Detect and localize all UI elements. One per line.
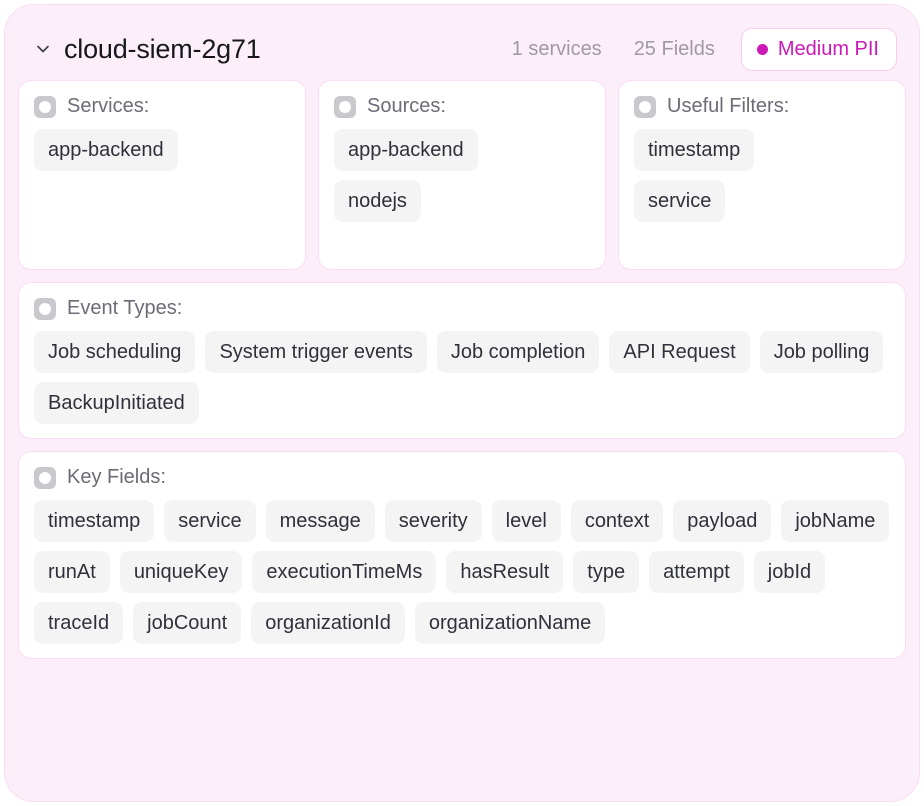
chip-item[interactable]: runAt <box>34 551 110 593</box>
chip-item[interactable]: level <box>491 500 561 542</box>
square-circle-icon <box>634 95 656 118</box>
chip-item[interactable]: BackupInitiated <box>34 382 199 424</box>
card-useful-filters-chips: timestamp service <box>634 129 891 222</box>
chip-item[interactable]: executionTimeMs <box>252 551 437 593</box>
chip-item[interactable]: service <box>164 500 256 542</box>
card-useful-filters-header: Useful Filters: <box>634 95 891 118</box>
chip-item[interactable]: timestamp <box>634 129 755 171</box>
card-key-fields: Key Fields: timestamp service message se… <box>18 451 906 659</box>
panel-header: cloud-siem-2g71 1 services 25 Fields Med… <box>18 18 906 80</box>
page-title: cloud-siem-2g71 <box>64 33 261 64</box>
square-circle-icon <box>34 297 56 320</box>
card-services-header: Services: <box>34 95 291 118</box>
card-sources-chips: app-backend nodejs <box>334 129 591 222</box>
card-event-types-chips: Job scheduling System trigger events Job… <box>34 331 891 424</box>
chip-item[interactable]: attempt <box>649 551 744 593</box>
chip-item[interactable]: payload <box>673 500 772 542</box>
card-event-types-label: Event Types: <box>67 297 183 319</box>
chip-item[interactable]: jobCount <box>133 602 242 644</box>
chip-item[interactable]: API Request <box>609 331 750 373</box>
chip-item[interactable]: app-backend <box>334 129 478 171</box>
card-key-fields-label: Key Fields: <box>67 466 166 488</box>
status-badge-label: Medium PII <box>777 37 879 60</box>
card-sources-header: Sources: <box>334 95 591 118</box>
chip-item[interactable]: app-backend <box>34 129 178 171</box>
status-dot-icon <box>756 43 768 55</box>
log-source-panel: cloud-siem-2g71 1 services 25 Fields Med… <box>4 4 920 802</box>
chip-item[interactable]: message <box>265 500 375 542</box>
chip-item[interactable]: service <box>634 180 726 222</box>
chip-item[interactable]: jobName <box>781 500 890 542</box>
card-useful-filters: Useful Filters: timestamp service <box>618 80 906 270</box>
square-circle-icon <box>34 95 56 118</box>
chip-item[interactable]: severity <box>384 500 482 542</box>
chip-item[interactable]: System trigger events <box>205 331 427 373</box>
card-sources: Sources: app-backend nodejs <box>318 80 606 270</box>
chip-item[interactable]: Job completion <box>436 331 600 373</box>
card-services: Services: app-backend <box>18 80 306 270</box>
card-key-fields-header: Key Fields: <box>34 466 891 489</box>
top-cards-row: Services: app-backend Sources: app-backe… <box>18 80 906 270</box>
card-useful-filters-label: Useful Filters: <box>667 95 790 117</box>
chip-item[interactable]: timestamp <box>34 500 155 542</box>
chip-item[interactable]: organizationName <box>414 602 606 644</box>
status-badge-pii[interactable]: Medium PII <box>740 27 897 71</box>
chip-item[interactable]: organizationId <box>251 602 405 644</box>
chip-item[interactable]: nodejs <box>334 180 421 222</box>
chip-item[interactable]: hasResult <box>446 551 564 593</box>
chip-item[interactable]: context <box>570 500 664 542</box>
chip-item[interactable]: jobId <box>753 551 826 593</box>
card-services-label: Services: <box>67 95 150 117</box>
chevron-down-icon[interactable] <box>30 36 56 62</box>
chip-item[interactable]: uniqueKey <box>119 551 243 593</box>
fields-count: 25 Fields <box>633 37 715 60</box>
card-event-types-header: Event Types: <box>34 297 891 320</box>
square-circle-icon <box>334 95 356 118</box>
services-count: 1 services <box>511 37 602 60</box>
chip-item[interactable]: traceId <box>34 602 124 644</box>
card-event-types: Event Types: Job scheduling System trigg… <box>18 282 906 439</box>
chip-item[interactable]: type <box>573 551 640 593</box>
square-circle-icon <box>34 466 56 489</box>
chip-item[interactable]: Job scheduling <box>34 331 196 373</box>
card-services-chips: app-backend <box>34 129 291 171</box>
chip-item[interactable]: Job polling <box>759 331 884 373</box>
card-sources-label: Sources: <box>367 95 446 117</box>
card-key-fields-chips: timestamp service message severity level… <box>34 500 891 644</box>
